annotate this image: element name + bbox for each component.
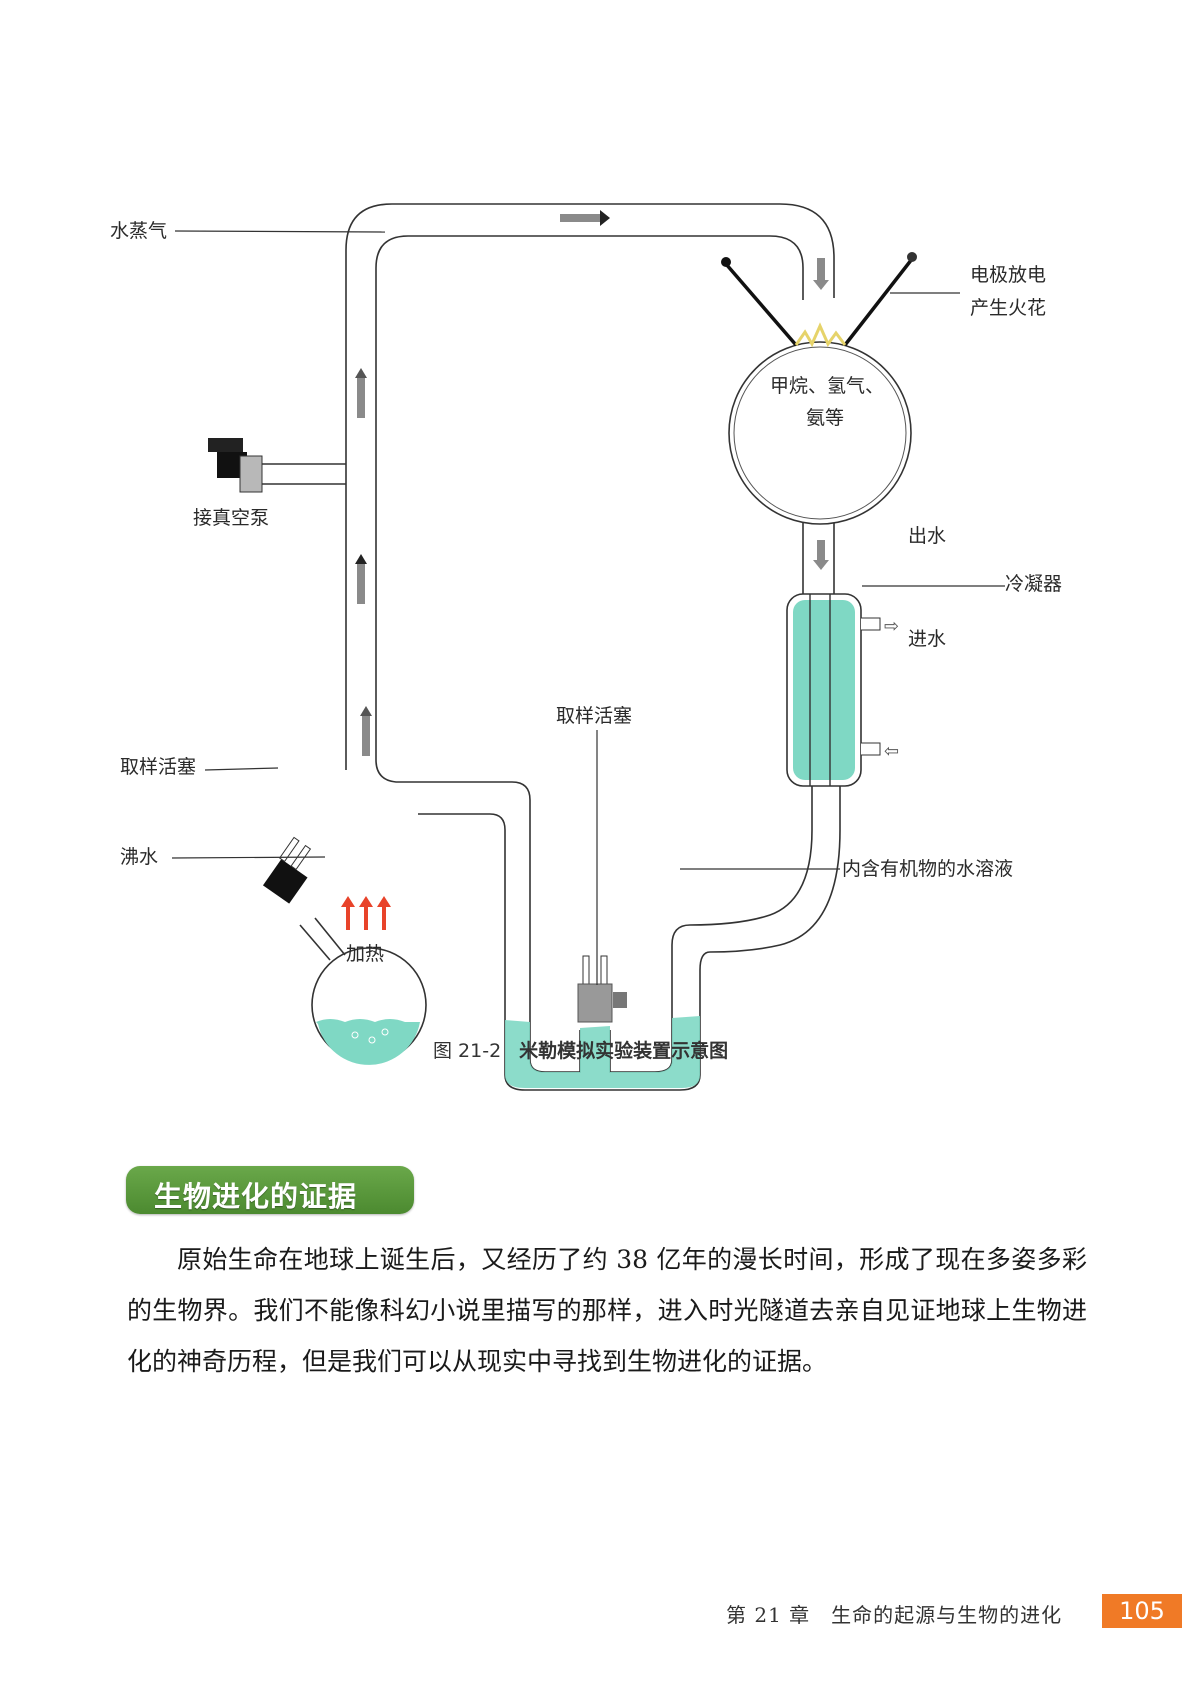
label-condenser: 冷凝器 <box>1005 573 1063 595</box>
figure-number: 图 21-2 <box>433 1040 502 1062</box>
label-gases-1: 甲烷、氢气、 <box>770 375 885 397</box>
figure-title: 米勒模拟实验装置示意图 <box>519 1040 729 1062</box>
label-water-out: 出水 <box>908 525 947 547</box>
water-out-arrow-icon: ⇨ <box>884 616 899 637</box>
label-electrode-spark-2: 产生火花 <box>970 297 1047 319</box>
footer-chapter-title: 第 21 章 生命的起源与生物的进化 <box>726 1603 1063 1627</box>
organic-solution-water <box>505 1016 700 1088</box>
label-boiling-water: 沸水 <box>120 846 159 868</box>
left-sampling-stopcock <box>262 836 312 904</box>
flow-arrows <box>355 210 829 756</box>
electrodes <box>721 252 917 348</box>
section-heading: 生物进化的证据 <box>154 1180 358 1213</box>
label-sampling-stopcock-center: 取样活塞 <box>556 705 633 727</box>
label-vacuum-pump: 接真空泵 <box>193 507 270 529</box>
center-sampling-stopcock <box>577 955 627 1023</box>
figure-caption: 图 21-2 米勒模拟实验装置示意图 <box>433 1036 728 1063</box>
body-paragraph: 原始生命在地球上诞生后，又经历了约 38 亿年的漫长时间，形成了现在多姿多彩的生… <box>127 1245 1087 1376</box>
label-electrode-spark-1: 电极放电 <box>970 264 1047 286</box>
label-organic-solution: 内含有机物的水溶液 <box>842 858 1014 880</box>
label-gases-2: 氨等 <box>806 407 845 429</box>
reaction-sphere <box>728 341 912 525</box>
miller-experiment-diagram: ⇨ ⇦ <box>171 203 1005 1091</box>
vacuum-stopcock <box>208 438 263 493</box>
leader-lines <box>171 230 1005 985</box>
label-sampling-stopcock-left: 取样活塞 <box>120 756 197 778</box>
label-heating: 加热 <box>346 943 385 965</box>
label-water-vapor: 水蒸气 <box>110 220 168 242</box>
section-heading-badge: 生物进化的证据 <box>126 1166 414 1214</box>
page-number: 105 <box>1102 1594 1182 1628</box>
spark-icon <box>794 322 847 348</box>
heat-arrows-icon <box>341 896 391 930</box>
water-in-arrow-icon: ⇦ <box>884 741 899 762</box>
label-water-in: 进水 <box>908 628 947 650</box>
